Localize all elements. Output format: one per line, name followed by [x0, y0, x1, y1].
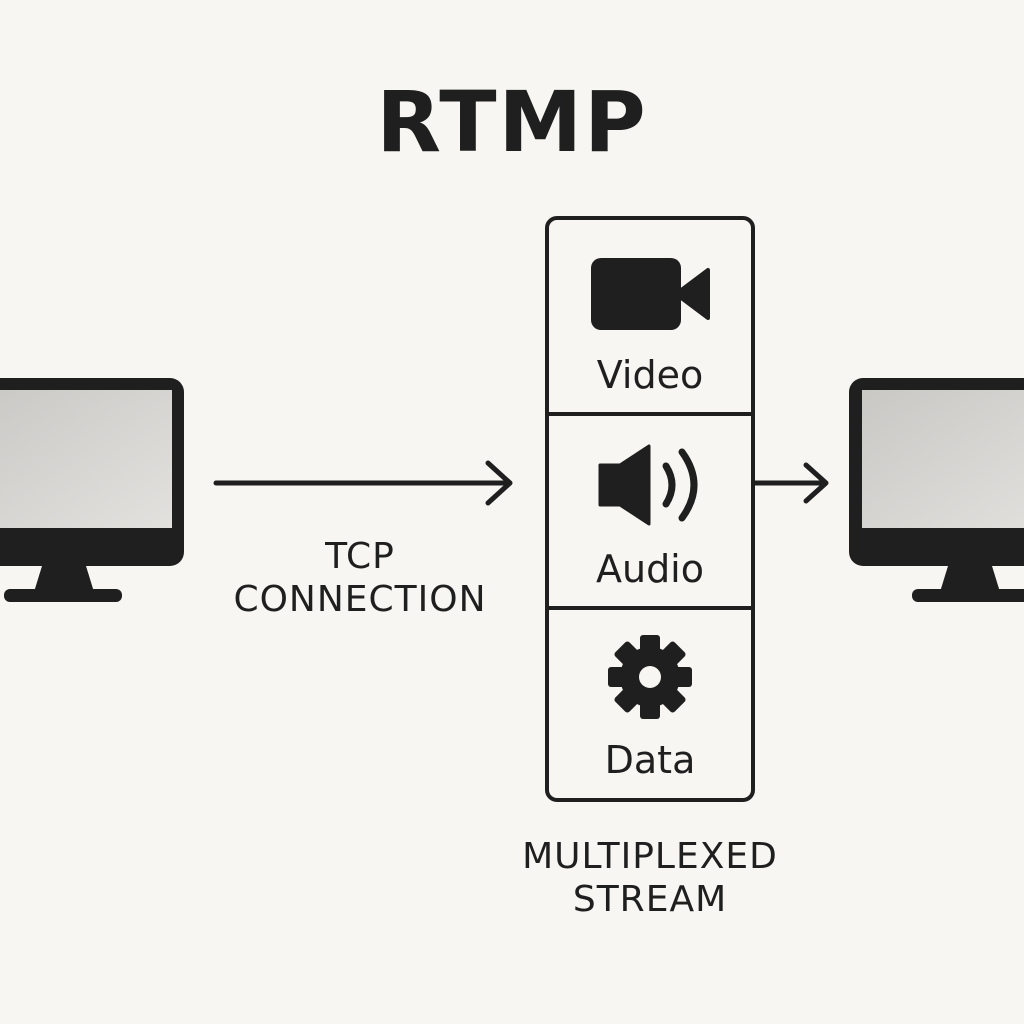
tcp-connection-label-line2: CONNECTION — [233, 579, 487, 621]
multiplexed-stream-box — [545, 216, 755, 802]
tcp-connection-label: TCP CONNECTION — [200, 535, 520, 621]
diagram-title: RTMP — [376, 73, 648, 171]
stream-label-video: Video — [596, 353, 704, 397]
output-arrow — [752, 462, 829, 504]
tcp-connection-label-line1: TCP — [325, 536, 395, 577]
sender-monitor-icon — [0, 378, 184, 602]
stream-label-data: Data — [604, 738, 696, 782]
speaker-icon — [598, 444, 698, 526]
video-camera-icon — [591, 258, 710, 330]
tcp-connection-arrow — [213, 460, 513, 506]
receiver-monitor-icon — [849, 378, 1024, 602]
multiplexed-stream-label-line1: MULTIPLEXED — [522, 836, 778, 877]
stream-label-audio: Audio — [595, 547, 704, 591]
multiplexed-stream-label-line2: STREAM — [572, 879, 728, 921]
gear-icon — [608, 635, 692, 719]
multiplexed-stream-label: MULTIPLEXED STREAM — [460, 835, 840, 921]
